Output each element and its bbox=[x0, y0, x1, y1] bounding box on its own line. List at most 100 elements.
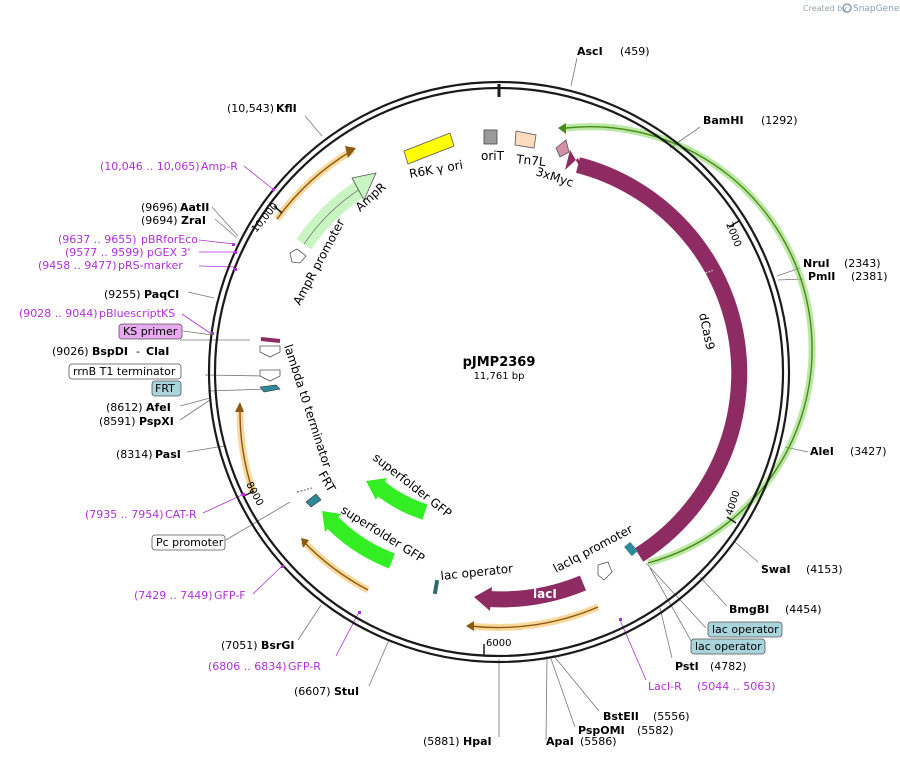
site-name: BsrGI bbox=[261, 639, 294, 652]
box-lac-operator-2[interactable]: lac operator bbox=[690, 638, 766, 655]
site-hpai[interactable]: (5881) HpaI bbox=[423, 735, 492, 748]
site-name: PaqCI bbox=[144, 288, 179, 301]
site-name: AleI bbox=[810, 445, 834, 458]
site-pos: (2343) bbox=[844, 257, 881, 270]
site-name: PspOMI bbox=[578, 724, 625, 737]
laci-label: lacI bbox=[533, 587, 557, 601]
site-asci[interactable]: AscI (459) bbox=[577, 45, 650, 58]
primer-gfpf[interactable]: (7429 .. 7449) GFP-F bbox=[134, 589, 246, 602]
primer-name: CAT-R bbox=[165, 508, 197, 521]
site-name: BstEII bbox=[603, 710, 639, 723]
site-apai[interactable]: ApaI (5586) bbox=[546, 735, 617, 748]
site-name: ApaI bbox=[546, 735, 574, 748]
box-lac-operator-1[interactable]: lac operator bbox=[707, 621, 783, 638]
primer-leader-lines bbox=[181, 165, 647, 681]
pc-promoter-feature bbox=[296, 487, 313, 493]
site-dash: - bbox=[136, 345, 140, 358]
site-zrai[interactable]: (9694) ZraI bbox=[141, 214, 206, 227]
primer-pbluescriptks[interactable]: (9028 .. 9044) pBluescriptKS bbox=[19, 307, 175, 320]
primer-range: (5044 .. 5063) bbox=[697, 680, 776, 693]
credit-brand: SnapGene bbox=[853, 4, 900, 14]
plasmid-length: 11,761 bp bbox=[474, 371, 525, 382]
site-afei[interactable]: (8612) AfeI bbox=[106, 401, 171, 414]
primer-pgex3[interactable]: (9577 .. 9599) pGEX 3' bbox=[65, 246, 191, 259]
site-pos: (459) bbox=[620, 45, 650, 58]
primer-pbrforeco[interactable]: (9637 .. 9655) pBRforEco bbox=[58, 233, 198, 246]
site-alei[interactable]: AleI (3427) bbox=[810, 445, 887, 458]
site-pos: (5556) bbox=[653, 710, 690, 723]
primer-prsmarker[interactable]: (9458 .. 9477) pRS-marker bbox=[38, 259, 183, 272]
site-pos: (4782) bbox=[710, 660, 747, 673]
primer-range: (7429 .. 7449) bbox=[134, 589, 213, 602]
primer-ampr[interactable]: (10,046 .. 10,065) Amp-R bbox=[100, 160, 238, 173]
lambda-terminator-label: lambda t0 terminator bbox=[281, 343, 334, 470]
site-name: StuI bbox=[334, 685, 359, 698]
site-pos: (5881) bbox=[423, 735, 460, 748]
box-frt[interactable]: FRT bbox=[151, 380, 182, 397]
site-bamhi[interactable]: BamHI (1292) bbox=[703, 114, 798, 127]
tick-2000: 2000 bbox=[723, 221, 743, 249]
site-pspxi[interactable]: (8591) PspXI bbox=[99, 415, 174, 428]
site-swai[interactable]: SwaI (4153) bbox=[761, 563, 843, 576]
dcas9-arrowhead bbox=[565, 150, 585, 176]
site-bmgbi[interactable]: BmgBI (4454) bbox=[729, 603, 822, 616]
box-pc-promoter[interactable]: Pc promoter bbox=[151, 534, 226, 551]
site-pmli[interactable]: PmlI (2381) bbox=[808, 270, 888, 283]
backbone-outer bbox=[207, 80, 791, 664]
myc-feature bbox=[555, 139, 570, 158]
site-pos: (9696) bbox=[141, 201, 178, 214]
site-pspomi[interactable]: PspOMI (5582) bbox=[578, 724, 674, 737]
lac-operator-feature bbox=[432, 579, 440, 595]
site-pos: (10,543) bbox=[227, 102, 274, 115]
sfgfp-outer-arrowhead bbox=[322, 511, 341, 532]
site-name: ZraI bbox=[181, 214, 206, 227]
box-label: KS primer bbox=[123, 325, 178, 338]
site-name: KflI bbox=[276, 102, 297, 115]
orit-feature bbox=[483, 129, 498, 145]
site-pos: (4153) bbox=[806, 563, 843, 576]
r6k-ori-label: R6K γ ori bbox=[408, 158, 464, 181]
site-psti[interactable]: PstI (4782) bbox=[675, 660, 747, 673]
site-nrui[interactable]: NruI (2343) bbox=[803, 257, 881, 270]
primer-name: pRS-marker bbox=[118, 259, 183, 272]
site-pos: (8612) bbox=[106, 401, 143, 414]
primer-range: (7935 .. 7954) bbox=[85, 508, 164, 521]
box-label: rrnB T1 terminator bbox=[73, 365, 176, 378]
site-pos: (9694) bbox=[141, 214, 178, 227]
site-pasi[interactable]: (8314) PasI bbox=[116, 448, 181, 461]
plasmid-name: pJMP2369 bbox=[463, 355, 536, 370]
box-ks-primer[interactable]: KS primer bbox=[118, 323, 183, 340]
site-name: NruI bbox=[803, 257, 830, 270]
site-stui[interactable]: (6607) StuI bbox=[294, 685, 359, 698]
primer-name: LacI-R bbox=[648, 680, 682, 693]
site-bsrgi[interactable]: (7051) BsrGI bbox=[221, 639, 294, 652]
tick-marks bbox=[243, 205, 740, 656]
box-rrnb-terminator[interactable]: rrnB T1 terminator bbox=[68, 363, 182, 380]
primer-catr[interactable]: (7935 .. 7954) CAT-R bbox=[85, 508, 197, 521]
site-kfli[interactable]: (10,543) KflI bbox=[227, 102, 297, 115]
site-bspdi-clai[interactable]: (9026) BspDI - ClaI bbox=[52, 345, 169, 358]
rrnb-terminator-feature bbox=[259, 369, 281, 382]
site-bsteii[interactable]: BstEII (5556) bbox=[603, 710, 690, 723]
site-pos: (8591) bbox=[99, 415, 136, 428]
terminator-arrow-1 bbox=[259, 345, 281, 358]
site-pos: (5586) bbox=[580, 735, 617, 748]
site-name: SwaI bbox=[761, 563, 791, 576]
site-pos: (8314) bbox=[116, 448, 153, 461]
laciq-promoter-arrow bbox=[597, 561, 613, 581]
site-aatii[interactable]: (9696) AatII bbox=[141, 201, 209, 214]
primer-lacir[interactable]: LacI-R (5044 .. 5063) bbox=[648, 680, 776, 693]
sfgfp-outer-feature bbox=[324, 514, 396, 569]
box-label: FRT bbox=[155, 382, 175, 395]
sfgfp-inner-arrowhead bbox=[366, 478, 387, 500]
dcas9-label: dCas9 bbox=[696, 312, 717, 351]
site-paqci[interactable]: (9255) PaqCI bbox=[104, 288, 179, 301]
ampr-outline bbox=[303, 188, 361, 245]
site-pos: (7051) bbox=[221, 639, 258, 652]
tick-6000: 6000 bbox=[486, 638, 511, 649]
box-label: lac operator bbox=[695, 640, 762, 653]
site-name: BspDI bbox=[92, 345, 128, 358]
sfgfp-inner-feature bbox=[375, 481, 428, 520]
primer-gfpr[interactable]: (6806 .. 6834) GFP-R bbox=[208, 660, 321, 673]
